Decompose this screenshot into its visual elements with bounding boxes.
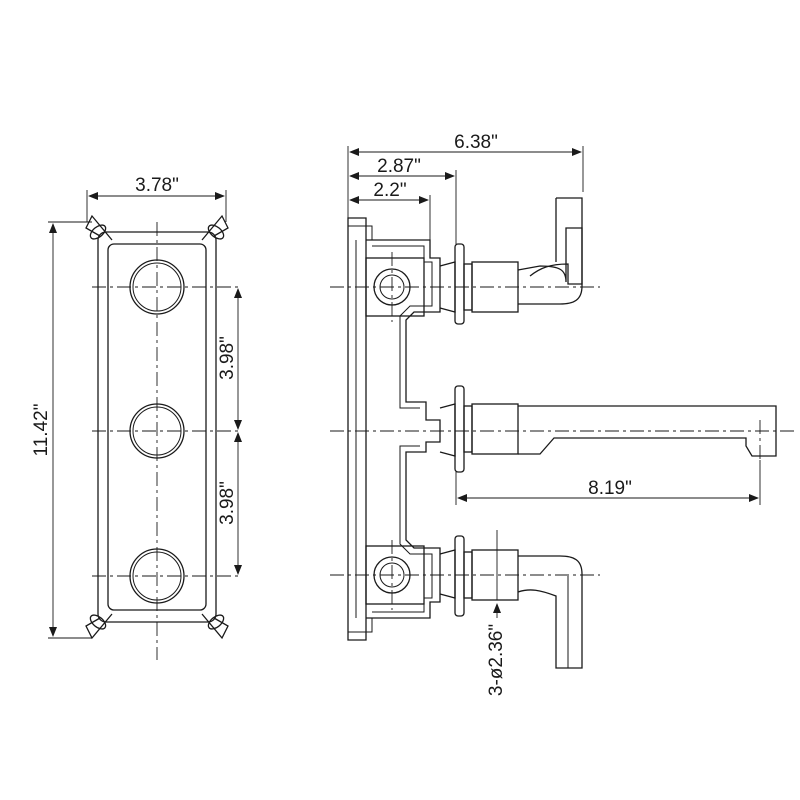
- corner-tab-top-right: [201, 214, 229, 241]
- dim-spout-reach: 8.19": [588, 478, 632, 499]
- dim-hole-diameter: 3-ø2.36": [486, 624, 507, 696]
- dim-overall-depth: 6.38": [454, 132, 498, 153]
- dim-depth-mid: 2.87": [377, 156, 421, 177]
- corner-tab-top-left: [85, 214, 113, 241]
- dim-depth-body: 2.2": [373, 180, 406, 201]
- front-view: [85, 214, 240, 660]
- flange-middle: [454, 385, 465, 473]
- spout: [463, 403, 777, 457]
- handle-bottom: [463, 549, 583, 669]
- front-dimensions: 3.78" 11.42" 3.98" 3.98": [31, 175, 242, 639]
- dim-spacing-lower: 3.98": [217, 481, 238, 525]
- knurl-spout: [471, 403, 519, 455]
- handle-top: [463, 197, 583, 313]
- dim-plate-width: 3.78": [135, 175, 179, 196]
- dim-spacing-upper: 3.98": [217, 336, 238, 380]
- dim-plate-height: 11.42": [31, 404, 52, 457]
- corner-tab-bottom-left: [85, 613, 113, 640]
- spout-body: [518, 405, 777, 457]
- side-view: [330, 197, 795, 669]
- side-dimensions: 6.38" 2.87" 2.2" 8.19" 3-ø2.36": [347, 132, 761, 696]
- flange-bottom: [454, 535, 465, 617]
- wall-plate: [347, 217, 367, 641]
- corner-tab-bottom-right: [201, 613, 229, 640]
- flange-top: [454, 243, 465, 325]
